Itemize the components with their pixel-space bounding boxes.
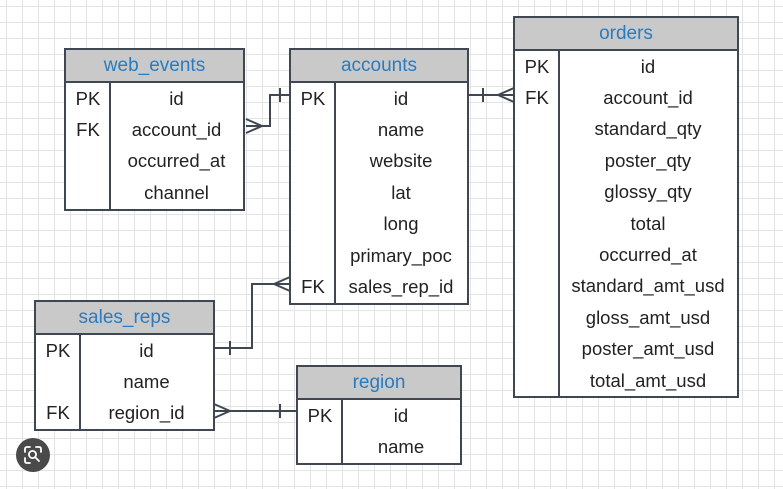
column-cell: website	[369, 150, 433, 172]
table-accounts[interactable]: accounts PK id name website lat long prim…	[289, 48, 469, 305]
key-divider	[341, 400, 343, 463]
table-row: FK account_id	[66, 114, 243, 145]
table-row: PK id	[515, 51, 737, 82]
table-row: lat	[291, 177, 467, 208]
table-title-orders: orders	[515, 18, 737, 51]
table-row: FK region_id	[36, 398, 213, 429]
table-row: standard_amt_usd	[515, 271, 737, 302]
column-cell: lat	[391, 181, 411, 203]
table-row: poster_qty	[515, 145, 737, 176]
table-row: PK id	[66, 83, 243, 114]
key-cell: FK	[525, 87, 549, 109]
column-cell: sales_rep_id	[348, 276, 454, 298]
table-row: primary_poc	[291, 240, 467, 271]
table-row: name	[291, 114, 467, 145]
table-row: poster_amt_usd	[515, 334, 737, 365]
table-row: PK id	[291, 83, 467, 114]
table-row: name	[298, 431, 460, 462]
column-cell: name	[123, 371, 170, 393]
connector-sales-reps-accounts	[214, 276, 291, 355]
column-cell: account_id	[603, 87, 693, 109]
column-cell: id	[169, 87, 184, 109]
column-cell: long	[383, 213, 419, 235]
key-cell: FK	[76, 119, 100, 141]
column-cell: occurred_at	[127, 150, 226, 172]
key-divider	[334, 83, 336, 303]
column-cell: poster_amt_usd	[581, 338, 715, 360]
key-cell: PK	[524, 55, 550, 77]
table-body-web-events: PK id FK account_id occurred_at channel	[66, 83, 243, 209]
table-region[interactable]: region PK id name	[296, 365, 462, 465]
column-cell: primary_poc	[350, 244, 452, 266]
key-divider	[79, 335, 81, 430]
key-cell: FK	[301, 276, 325, 298]
column-cell: id	[393, 404, 409, 426]
table-title-web-events: web_events	[66, 50, 243, 83]
table-title-sales-reps: sales_reps	[36, 302, 213, 335]
key-divider	[109, 83, 111, 209]
table-row: glossy_qty	[515, 177, 737, 208]
table-row: FK sales_rep_id	[291, 271, 467, 302]
key-cell: FK	[46, 402, 70, 424]
table-row: channel	[66, 177, 243, 208]
table-row: total_amt_usd	[515, 365, 737, 396]
column-cell: total_amt_usd	[589, 369, 707, 391]
key-cell: PK	[45, 339, 71, 361]
column-cell: account_id	[131, 119, 222, 141]
table-body-region: PK id name	[298, 400, 460, 463]
table-orders[interactable]: orders PK id FK account_id standard_qty po…	[513, 16, 739, 399]
column-cell: region_id	[108, 402, 185, 424]
connector-accounts-web-events	[245, 88, 290, 134]
table-row: standard_qty	[515, 114, 737, 145]
key-cell: PK	[75, 87, 101, 109]
table-body-orders: PK id FK account_id standard_qty poster_qt…	[515, 51, 737, 397]
column-cell: glossy_qty	[604, 181, 692, 203]
table-body-accounts: PK id name website lat long primary_poc F…	[291, 83, 467, 303]
key-cell: PK	[307, 404, 333, 426]
connector-accounts-orders	[468, 87, 515, 103]
table-row: PK id	[298, 400, 460, 431]
table-title-accounts: accounts	[291, 50, 467, 83]
table-row: website	[291, 146, 467, 177]
column-cell: standard_amt_usd	[571, 275, 725, 297]
connector-region-sales-reps	[213, 403, 296, 419]
column-cell: occurred_at	[599, 244, 697, 266]
image-search-icon	[24, 446, 42, 464]
column-cell: channel	[144, 181, 209, 203]
column-cell: standard_qty	[594, 118, 702, 140]
column-cell: id	[640, 55, 656, 77]
image-search-button[interactable]	[16, 438, 50, 472]
table-row: occurred_at	[66, 146, 243, 177]
table-row: total	[515, 208, 737, 239]
key-divider	[558, 51, 560, 397]
table-row: long	[291, 209, 467, 240]
column-cell: name	[377, 119, 425, 141]
column-cell: id	[139, 339, 154, 361]
table-title-region: region	[298, 367, 460, 400]
column-cell: name	[377, 436, 425, 458]
table-sales-reps[interactable]: sales_reps PK id name FK region_id	[34, 300, 215, 432]
table-row: name	[36, 366, 213, 397]
key-cell: PK	[300, 87, 326, 109]
column-cell: poster_qty	[604, 149, 692, 171]
table-row: gloss_amt_usd	[515, 302, 737, 333]
column-cell: total	[630, 212, 666, 234]
column-cell: gloss_amt_usd	[585, 306, 711, 328]
column-cell: id	[393, 87, 409, 109]
table-body-sales-reps: PK id name FK region_id	[36, 335, 213, 430]
table-row: occurred_at	[515, 239, 737, 270]
table-row: PK id	[36, 335, 213, 366]
table-web-events[interactable]: web_events PK id FK account_id occurred_at…	[64, 48, 245, 211]
table-row: FK account_id	[515, 82, 737, 113]
